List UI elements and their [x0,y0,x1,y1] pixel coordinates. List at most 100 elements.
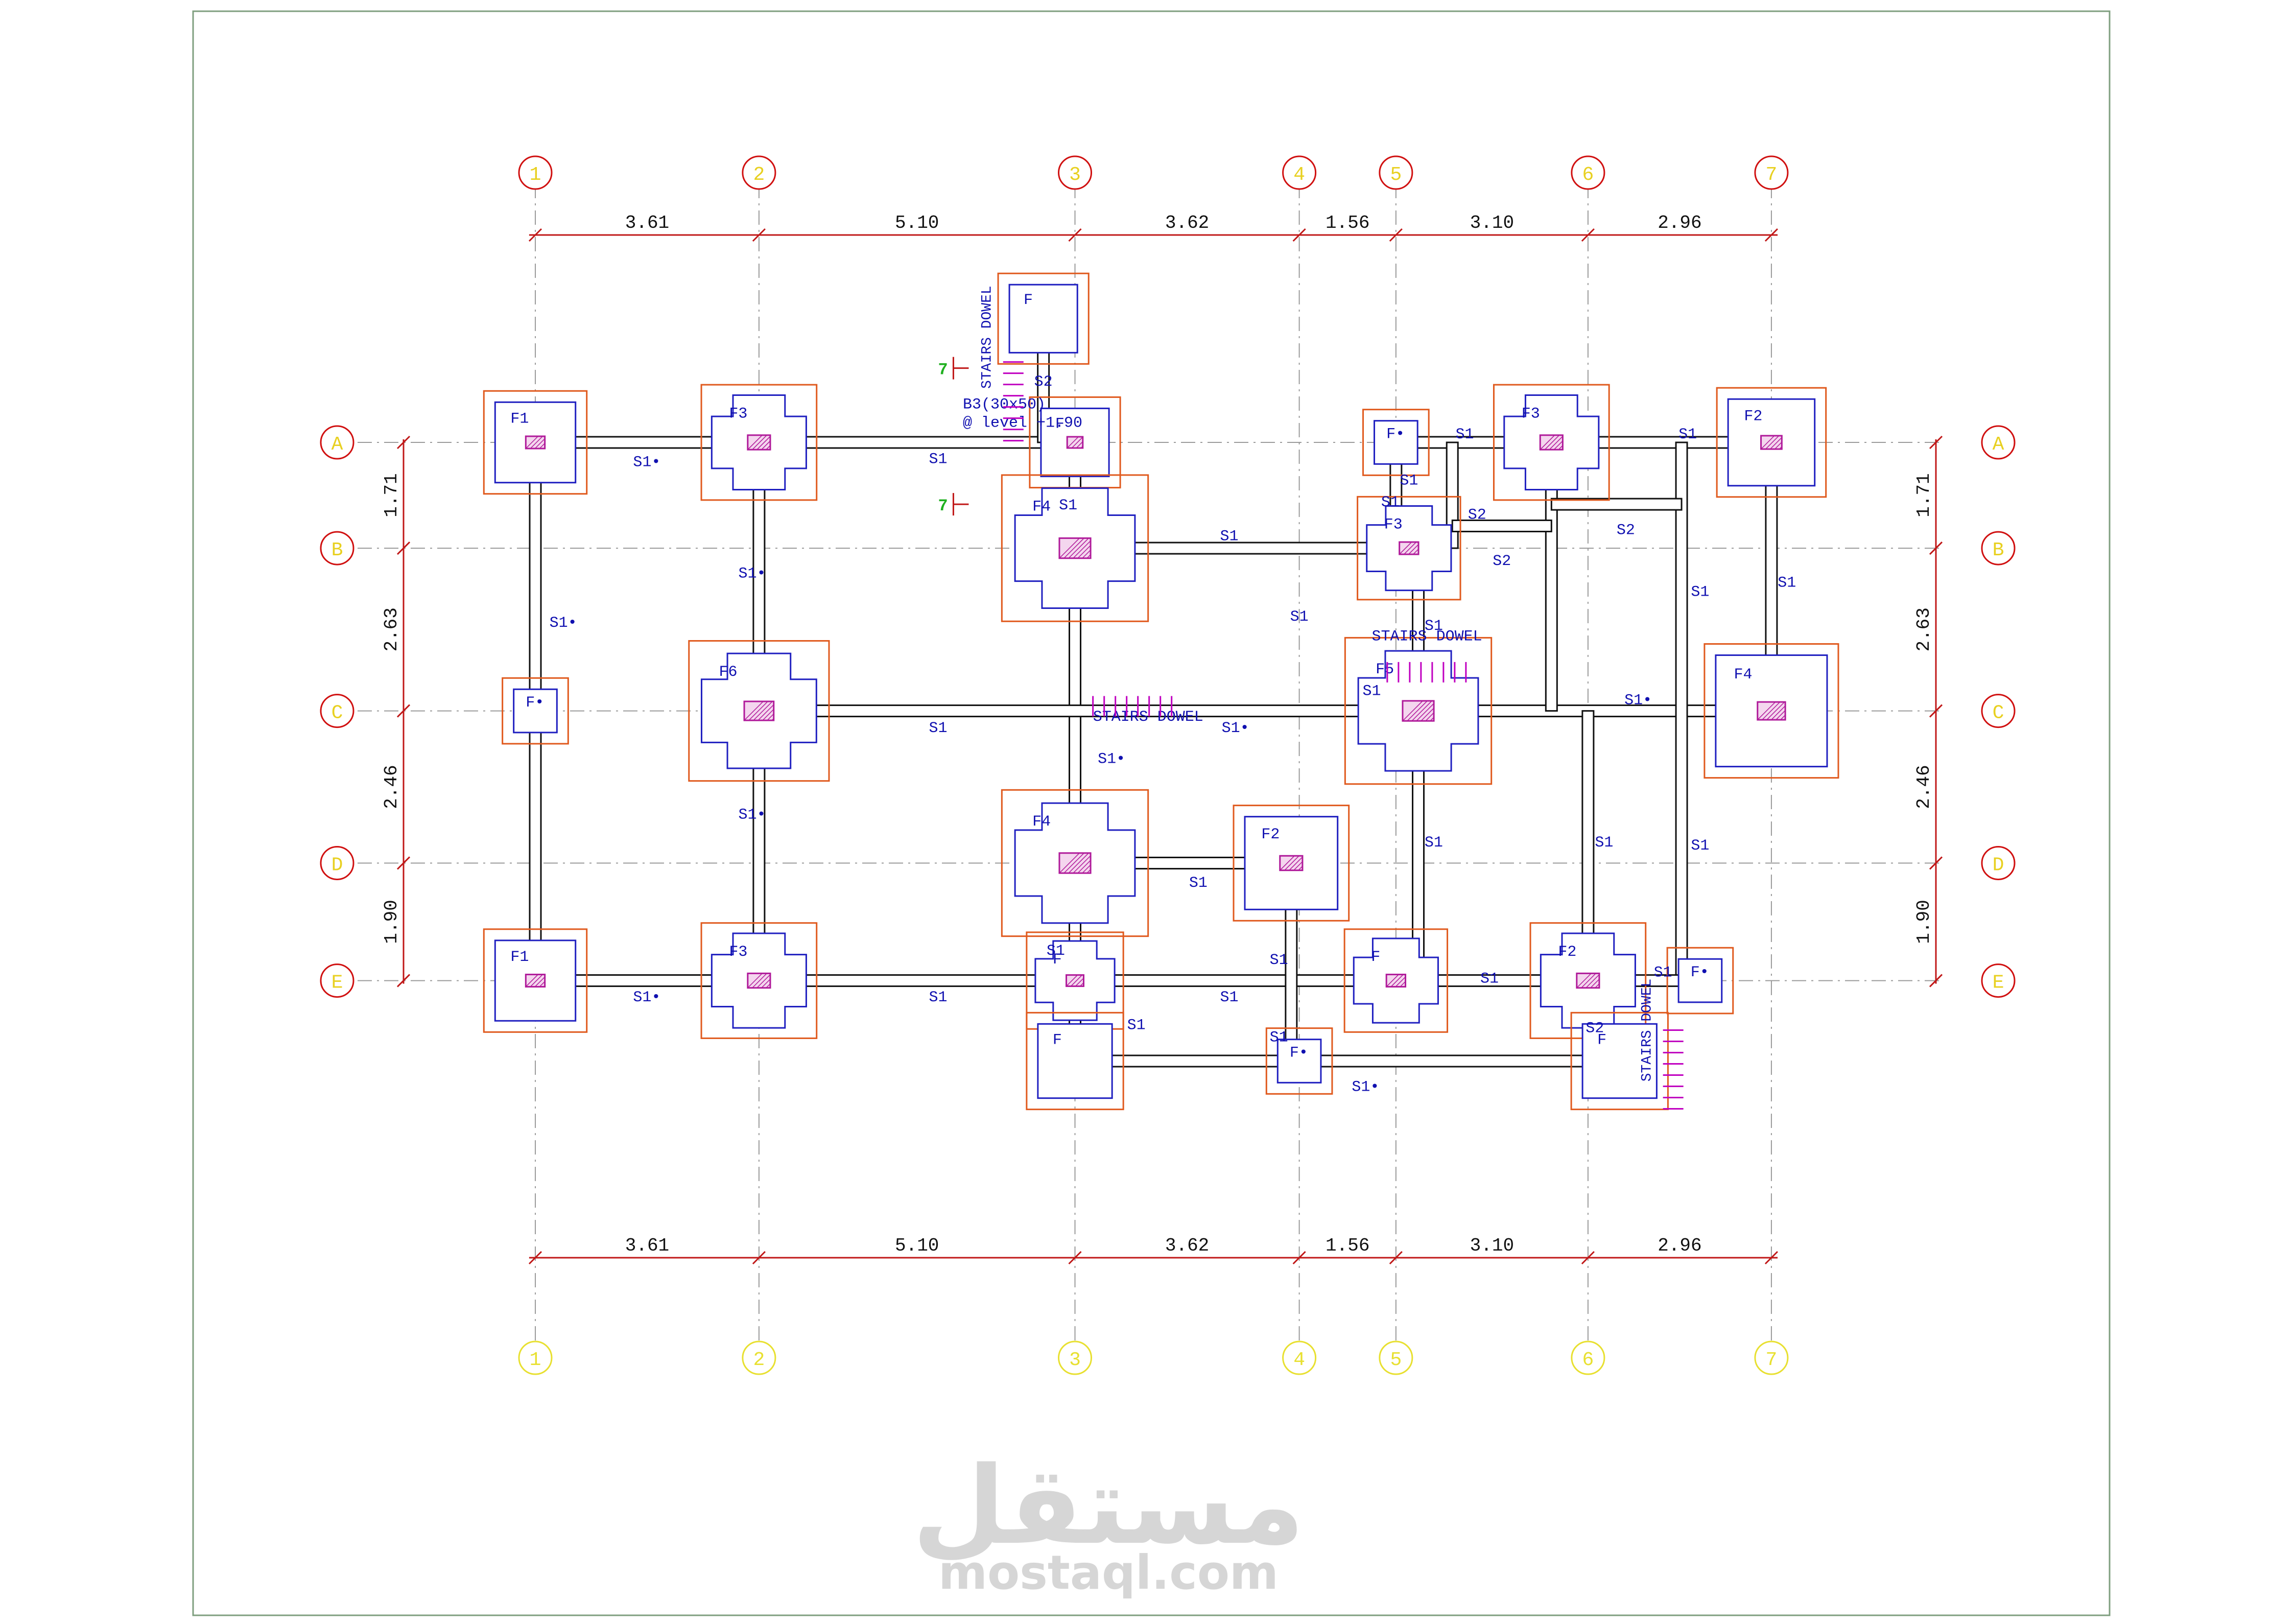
beam-label: S2 [1586,1020,1604,1037]
beam-label: S1 [929,720,947,737]
column-hatch [530,974,543,987]
dim-tick [1068,228,1082,242]
grid-label-right: E [1993,972,2004,994]
column-hatch [766,983,771,988]
column-hatch [747,435,763,450]
column-hatch [1400,981,1406,987]
drawing-frame [192,10,2111,1616]
dim-text-vertical: 2.46 [381,765,402,809]
column-hatch [543,448,546,449]
column-hatch [1068,537,1089,559]
column-hatch [1771,705,1786,720]
grid-label-right: D [1993,854,2004,876]
dim-text-horizontal: 3.62 [1165,213,1209,233]
grid-bubble-top [742,155,776,190]
column-hatch [767,713,774,721]
beam-label: S1 [1290,608,1309,626]
beam-label: S1 [929,451,947,468]
beam-label: S1 [1047,943,1065,960]
note-text-vertical: STAIRS DOWEL [1639,979,1655,1082]
column-hatch [752,435,767,450]
footing-outline [1716,387,1827,498]
footing-outline [1343,928,1449,1033]
column-hatch [1576,973,1592,988]
beam-label: S1 [1400,473,1418,490]
dim-tick [1929,856,1943,870]
grid-label-top: 2 [753,164,765,186]
column-hatch [1077,860,1091,874]
column-hatch [1544,435,1560,450]
column-hatch [530,436,543,449]
grid-bubble-right [1981,425,2016,460]
footing-pedestal [1677,958,1723,1003]
grid-label-left: D [332,854,343,876]
dim-tick [1292,228,1306,242]
column-hatch [1766,701,1785,720]
footing-label: F2 [1261,826,1280,843]
dim-text-horizontal: 2.96 [1658,213,1701,233]
footing-outline [700,922,818,1039]
dim-text-vertical: 2.63 [381,607,402,651]
grid-label-bottom: 6 [1582,1349,1594,1371]
grid-bubble-left [320,963,354,998]
note-text-vertical: STAIRS DOWEL [980,286,996,389]
grid-label-left: C [332,702,343,724]
dim-tick [1764,1251,1778,1265]
beam-label: S1• [633,989,660,1006]
grid-label-bottom: 5 [1390,1349,1402,1371]
beam-label: S1 [1381,494,1400,511]
column-hatch [1404,542,1417,555]
footing-outline [1026,1011,1124,1111]
footing-pedestal [1037,1023,1113,1099]
footing-label: F5 [1376,661,1394,678]
dim-tick [1929,542,1943,555]
grid-bubble-bottom [1379,1340,1413,1375]
footing-outline [1233,805,1350,922]
grid-bubble-left [320,531,354,566]
grid-bubble-bottom [1058,1340,1093,1375]
dim-tick [396,704,411,718]
grid-bubble-top [1754,155,1789,190]
footing-label: F• [1386,426,1405,443]
column-hatch [1399,542,1412,555]
beam-label: S1 [1455,426,1474,443]
grid-bubble-bottom [1754,1340,1789,1375]
dim-text-horizontal: 1.56 [1326,1235,1369,1256]
grid-label-bottom: 3 [1069,1349,1081,1371]
column-hatch [1077,545,1091,559]
footing-pedestal [1727,398,1816,487]
beam-label: S1 [1270,952,1288,969]
beam-label: S1 [1595,834,1613,852]
column-hatch [1280,855,1295,871]
note-text: STAIRS DOWEL [1372,628,1482,646]
column-hatch [1411,700,1432,721]
column-hatch [1075,978,1084,987]
footing-pedestal [1374,420,1418,465]
column-hatch [1757,701,1776,720]
column-hatch [753,701,773,721]
column-hatch [756,974,771,988]
beam-label: S1• [739,565,766,582]
column-hatch [1407,700,1428,721]
column-hatch [1059,853,1080,874]
footing-label: F [1055,415,1064,433]
column-hatch [744,701,764,721]
dim-tick [752,228,766,242]
footing-outline [483,928,588,1033]
beam-label: S1 [1678,426,1697,443]
footing-pedestal [513,688,558,734]
column-hatch [752,973,767,988]
footing-label: F [1024,292,1033,309]
footing-outline [502,677,569,745]
column-hatch [1425,712,1434,721]
beam-label: S1• [1352,1078,1379,1096]
column-hatch [539,981,546,987]
dim-tick [1764,228,1778,242]
dim-text-horizontal: 2.96 [1658,1235,1701,1256]
dim-text-horizontal: 5.10 [895,1235,939,1256]
strip-beam [1074,1054,1621,1068]
strip-beam [1451,519,1552,532]
footing-label: F [1053,1031,1062,1049]
